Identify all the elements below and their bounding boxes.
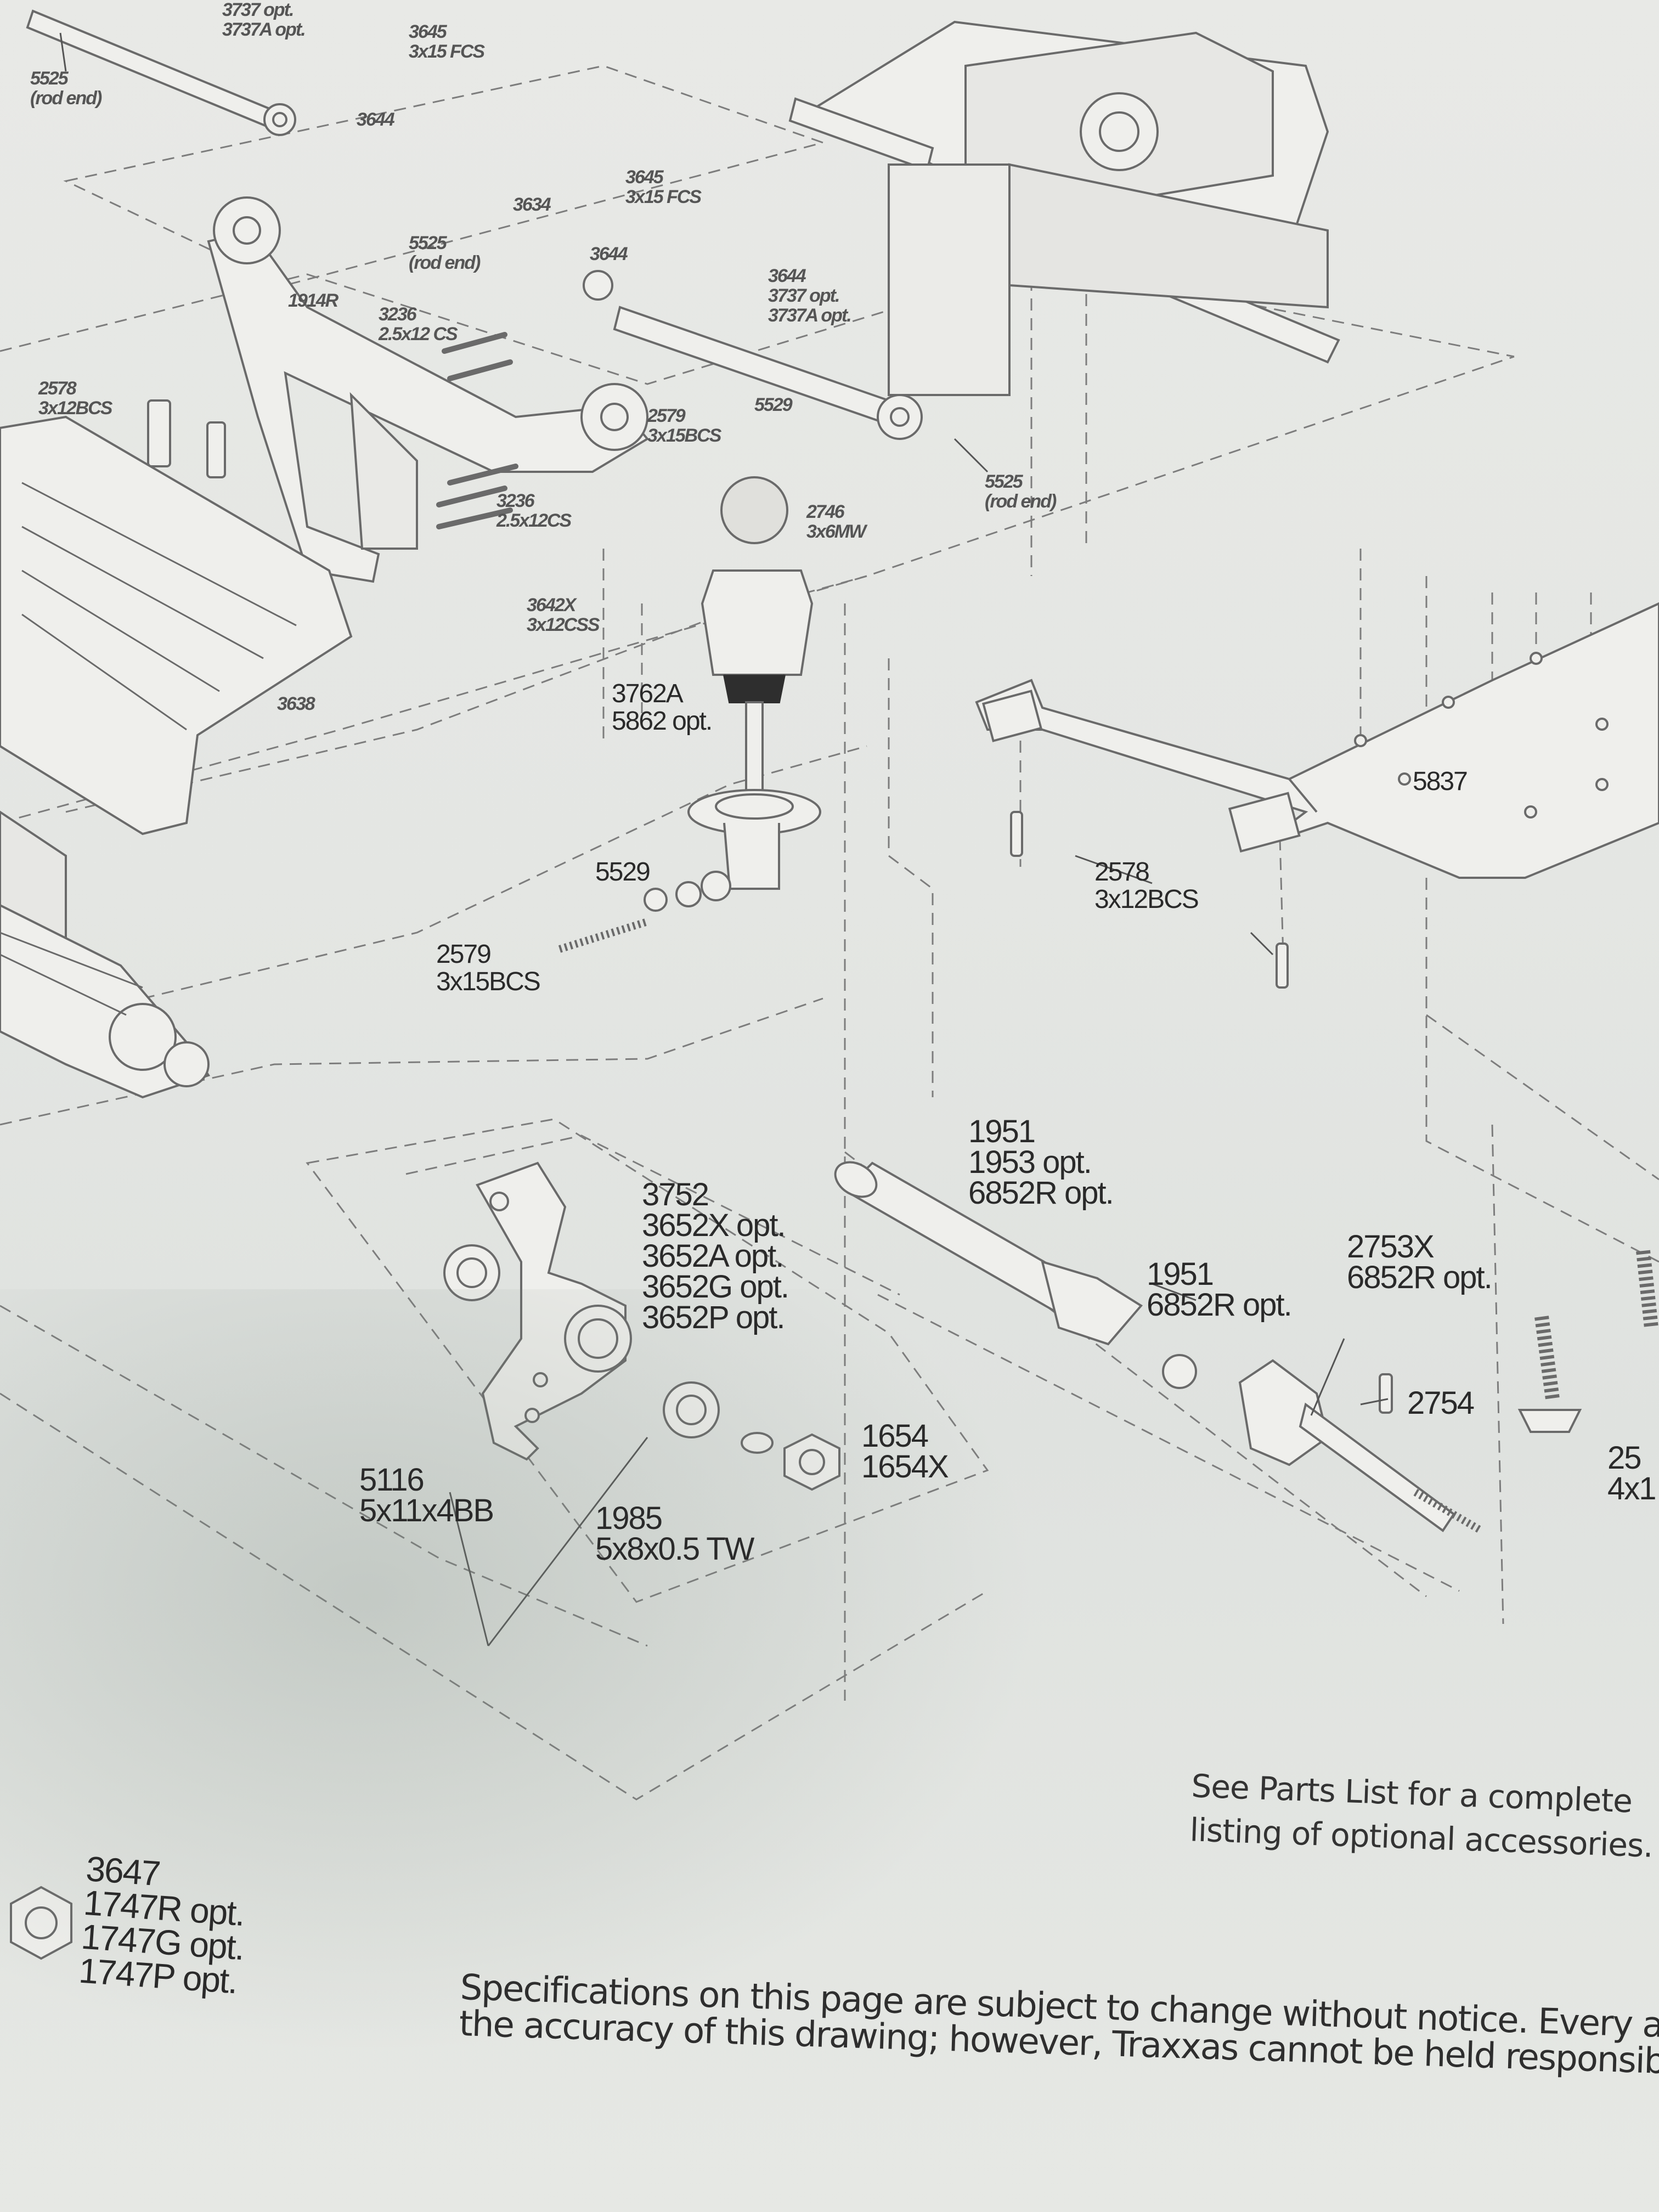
label-5525-rod-end-b: 5525 (rod end) xyxy=(409,233,481,273)
label-3762a: 3762A 5862 opt. xyxy=(612,679,713,736)
label-3752: 3752 3652X opt. 3652A opt. 3652G opt. 36… xyxy=(642,1177,789,1335)
label-3644-b: 3644 xyxy=(590,244,628,264)
label-2579-b: 2579 3x15BCS xyxy=(436,940,541,996)
label-2746: 2746 3x6MW xyxy=(806,501,866,542)
label-5529-b: 5529 xyxy=(595,857,651,887)
label-1985: 1985 5x8x0.5 TW xyxy=(595,1500,754,1567)
label-3737-top: 3737 opt. 3737A opt. xyxy=(222,0,306,40)
label-3647: 3647 1747R opt. 1747G opt. 1747P opt. xyxy=(77,1848,246,2001)
label-1951-b: 1951 6852R opt. xyxy=(1147,1256,1293,1323)
label-3642x: 3642X 3x12CSS xyxy=(527,595,600,635)
label-1914r: 1914R xyxy=(288,290,338,311)
label-2579-a: 2579 3x15BCS xyxy=(647,405,721,446)
label-3634: 3634 xyxy=(513,194,551,215)
label-1951-a: 1951 1953 opt. 6852R opt. xyxy=(968,1114,1114,1211)
leader-lines xyxy=(59,32,1389,1646)
main-parts-drawing xyxy=(0,9,1659,1960)
label-25-cut: 25 4x1 xyxy=(1607,1440,1657,1506)
label-2753x: 2753X 6852R opt. xyxy=(1347,1229,1493,1295)
label-5529-a: 5529 xyxy=(754,394,793,415)
label-5525-rod-end-top: 5525 (rod end) xyxy=(30,68,102,109)
parts-list-note: See Parts List for a complete listing of… xyxy=(1189,1764,1655,1867)
label-3644-top: 3644 xyxy=(357,109,395,130)
label-1654: 1654 1654X xyxy=(861,1418,949,1485)
label-3638: 3638 xyxy=(277,693,315,714)
label-5116: 5116 5x11x4BB xyxy=(359,1462,494,1528)
label-3644-c: 3644 3737 opt. 3737A opt. xyxy=(768,266,852,326)
label-3236-a: 3236 2.5x12 CS xyxy=(379,304,458,345)
label-5837: 5837 xyxy=(1413,767,1468,796)
label-5525-rod-end-c: 5525 (rod end) xyxy=(985,471,1057,512)
label-3645-b: 3645 3x15 FCS xyxy=(625,167,702,207)
label-3236-b: 3236 2.5x12CS xyxy=(496,490,572,531)
label-2754: 2754 xyxy=(1407,1385,1475,1421)
label-2578-left: 2578 3x12BCS xyxy=(38,378,112,419)
label-2578-right: 2578 3x12BCS xyxy=(1094,857,1199,914)
label-3645-top: 3645 3x15 FCS xyxy=(409,21,485,62)
